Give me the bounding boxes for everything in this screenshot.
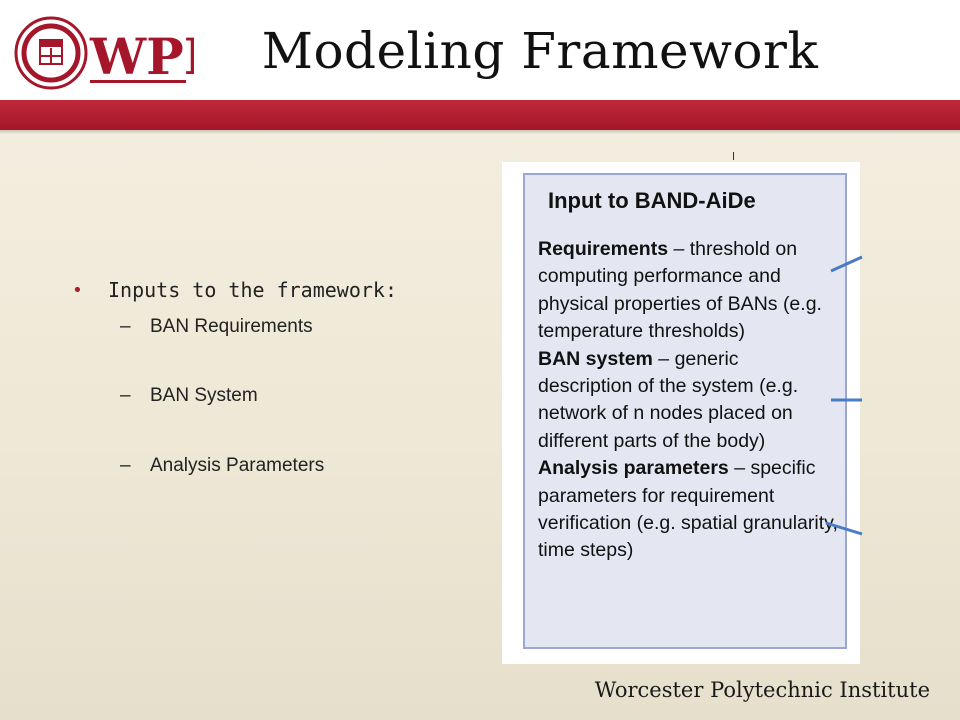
sub-bullet-requirements: – BAN Requirements [120, 316, 313, 338]
section-requirements: Requirements – threshold on computing pe… [538, 238, 822, 342]
input-box [523, 173, 847, 649]
sub-bullet-label: BAN System [150, 385, 258, 406]
sub-bullet-label: BAN Requirements [150, 316, 313, 337]
section-heading: Requirements [538, 238, 669, 260]
bullet-dot-icon: • [72, 279, 83, 301]
sub-bullet-label: Analysis Parameters [150, 455, 325, 476]
wpi-logo-text: WPI [89, 27, 194, 86]
sub-bullet-dash: – [120, 455, 131, 476]
sub-bullet-dash: – [120, 385, 131, 406]
section-ban-system: BAN system – generic description of the … [538, 348, 798, 452]
sub-bullet-analysis: – Analysis Parameters [120, 455, 324, 477]
bullet-main-text: Inputs to the framework: [108, 278, 397, 302]
section-analysis-parameters: Analysis parameters – specific parameter… [538, 457, 838, 561]
section-text: – generic description of the system (e.g… [538, 347, 799, 452]
sub-bullet-system: – BAN System [120, 385, 258, 407]
header-accent-bar [0, 100, 960, 134]
input-box-body: Requirements – threshold on computing pe… [538, 236, 838, 565]
bullet-list: • Inputs to the framework: [72, 278, 397, 302]
figure-crop-mark [733, 152, 734, 160]
slide-title: Modeling Framework [261, 22, 819, 80]
input-box-title: Input to BAND-AiDe [548, 188, 756, 213]
bullet-main: • Inputs to the framework: [72, 278, 397, 302]
section-heading: Analysis parameters [538, 457, 729, 480]
section-text: – threshold on computing performance and… [538, 238, 822, 343]
section-text: – specific parameters for requirement ve… [538, 457, 838, 562]
section-heading: BAN system [538, 347, 653, 370]
slide-header [0, 0, 960, 100]
sub-bullet-dash: – [120, 316, 131, 337]
wpi-logo: WPI [14, 16, 194, 90]
footer-brand: Worcester Polytechnic Institute [594, 678, 930, 702]
